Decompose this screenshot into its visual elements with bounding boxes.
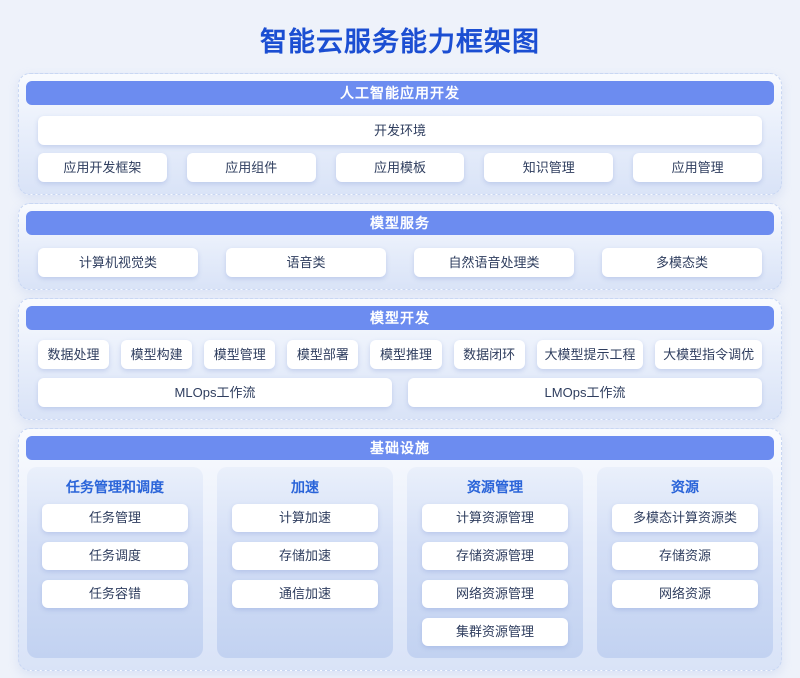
- section-header-ai-app-dev: 人工智能应用开发: [26, 81, 774, 105]
- capability-box: 自然语音处理类: [414, 248, 574, 277]
- infra-column-resources: 资源 多模态计算资源类 存储资源 网络资源: [597, 467, 773, 658]
- capability-box: 模型构建: [121, 340, 193, 369]
- infra-column-title: 任务管理和调度: [66, 479, 164, 495]
- capability-box: 任务容错: [42, 580, 188, 608]
- capability-box: 集群资源管理: [422, 618, 568, 646]
- section-ai-app-dev: 人工智能应用开发 开发环境 应用开发框架 应用组件 应用模板 知识管理 应用管理: [18, 73, 782, 195]
- capability-box: 存储资源: [612, 542, 758, 570]
- capability-box: 任务管理: [42, 504, 188, 532]
- capability-box: 大模型指令调优: [655, 340, 762, 369]
- capability-box: 应用模板: [335, 153, 465, 182]
- capability-box: 通信加速: [232, 580, 378, 608]
- section-content-ai-app-dev: 开发环境 应用开发框架 应用组件 应用模板 知识管理 应用管理: [26, 116, 774, 182]
- capability-box: 模型推理: [370, 340, 442, 369]
- infra-column-title: 加速: [291, 479, 319, 495]
- capability-box: 数据处理: [38, 340, 110, 369]
- capability-box: 多模态类: [602, 248, 762, 277]
- section-header-infrastructure: 基础设施: [26, 436, 774, 460]
- infra-column-task-management: 任务管理和调度 任务管理 任务调度 任务容错: [27, 467, 203, 658]
- capability-box: 应用开发框架: [38, 153, 167, 182]
- capability-box: 计算机视觉类: [38, 248, 198, 277]
- capability-box: 数据闭环: [453, 340, 525, 369]
- capability-box: 模型部署: [287, 340, 359, 369]
- capability-box: 模型管理: [204, 340, 276, 369]
- section-header-model-service: 模型服务: [26, 211, 774, 235]
- capability-box: 任务调度: [42, 542, 188, 570]
- capability-box: 网络资源管理: [422, 580, 568, 608]
- section-infrastructure: 基础设施 任务管理和调度 任务管理 任务调度 任务容错 加速 计算加速 存储加速…: [18, 428, 782, 671]
- capability-box: 语音类: [226, 248, 386, 277]
- page-title: 智能云服务能力框架图: [260, 27, 540, 57]
- infra-column-acceleration: 加速 计算加速 存储加速 通信加速: [217, 467, 393, 658]
- capability-box: 网络资源: [612, 580, 758, 608]
- section-header-model-dev: 模型开发: [26, 306, 774, 330]
- capability-box: 计算加速: [232, 504, 378, 532]
- section-content-model-dev: 数据处理 模型构建 模型管理 模型部署 模型推理 数据闭环 大模型提示工程 大模…: [26, 340, 774, 407]
- section-model-service: 模型服务 计算机视觉类 语音类 自然语音处理类 多模态类: [18, 203, 782, 290]
- capability-box-lmops-workflow: LMOps工作流: [408, 378, 762, 407]
- infrastructure-columns: 任务管理和调度 任务管理 任务调度 任务容错 加速 计算加速 存储加速 通信加速…: [26, 467, 774, 658]
- capability-box: 存储加速: [232, 542, 378, 570]
- capability-box-dev-environment: 开发环境: [38, 116, 762, 145]
- capability-box: 知识管理: [484, 153, 614, 182]
- infra-column-title: 资源管理: [467, 479, 523, 495]
- section-content-model-service: 计算机视觉类 语音类 自然语音处理类 多模态类: [26, 248, 774, 277]
- capability-box: 应用组件: [186, 153, 316, 182]
- framework-diagram: 人工智能应用开发 开发环境 应用开发框架 应用组件 应用模板 知识管理 应用管理…: [18, 73, 782, 671]
- infra-column-title: 资源: [671, 479, 699, 495]
- capability-box: 计算资源管理: [422, 504, 568, 532]
- section-model-dev: 模型开发 数据处理 模型构建 模型管理 模型部署 模型推理 数据闭环 大模型提示…: [18, 298, 782, 420]
- capability-box: 存储资源管理: [422, 542, 568, 570]
- capability-box-mlops-workflow: MLOps工作流: [38, 378, 392, 407]
- capability-box: 大模型提示工程: [536, 340, 644, 369]
- capability-box: 应用管理: [633, 153, 762, 182]
- infra-column-resource-management: 资源管理 计算资源管理 存储资源管理 网络资源管理 集群资源管理: [407, 467, 583, 658]
- capability-box: 多模态计算资源类: [612, 504, 758, 532]
